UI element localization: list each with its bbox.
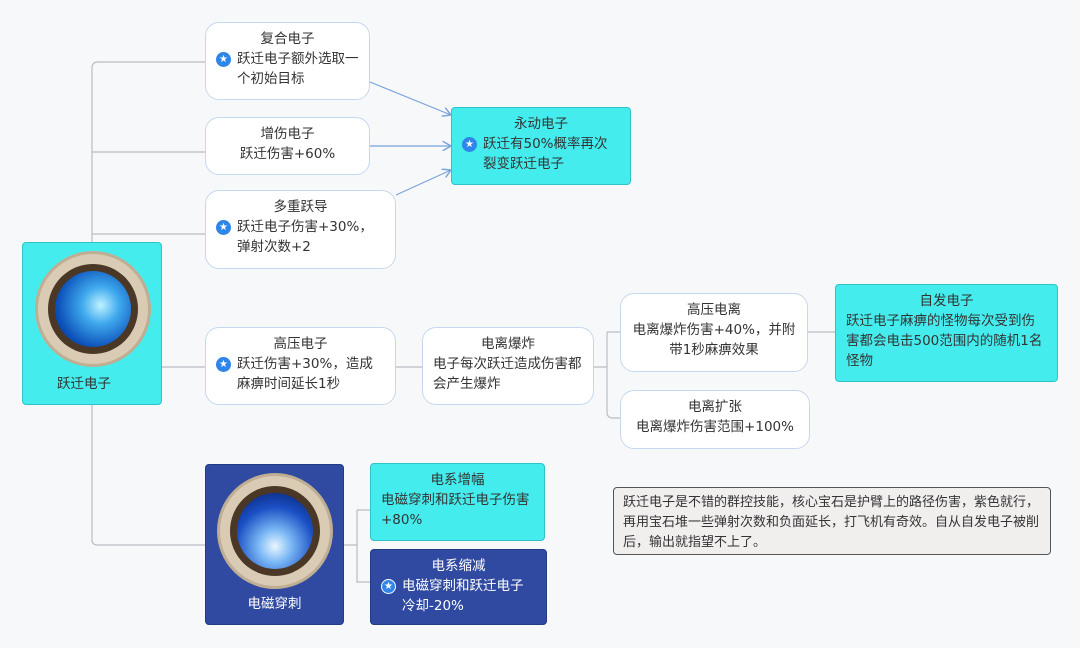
node-title: 自发电子 — [919, 293, 974, 309]
node-zengfu[interactable]: 电系增幅 电磁穿刺和跃迁电子伤害+80% — [370, 463, 545, 541]
star-icon: ★ — [216, 357, 231, 372]
node-suojian[interactable]: 电系缩减 ★ 电磁穿刺和跃迁电子冷却-20% — [370, 549, 547, 625]
arrow-line — [369, 81, 451, 115]
trunk-line — [91, 61, 835, 583]
star-icon: ★ — [381, 579, 396, 594]
star-icon: ★ — [462, 137, 477, 152]
node-title: 高压电离 — [687, 302, 741, 318]
node-desc: 跃迁伤害+30%，造成麻痹时间延长1秒 — [237, 356, 373, 392]
node-dianli[interactable]: 电离爆炸 电子每次跃迁造成伤害都会产生爆炸 — [422, 327, 594, 405]
node-dianci[interactable]: 电磁穿刺 — [205, 464, 344, 625]
lightning-orb-icon — [35, 251, 151, 367]
node-desc: 跃迁电子麻痹的怪物每次受到伤害都会电击500范围内的随机1名怪物 — [846, 313, 1043, 369]
node-title: 电系增幅 — [430, 472, 485, 488]
node-desc: 电磁穿刺和跃迁电子冷却-20% — [402, 578, 524, 614]
node-desc: 电磁穿刺和跃迁电子伤害+80% — [381, 492, 530, 528]
node-fuhe[interactable]: 复合电子 ★ 跃迁电子额外选取一个初始目标 — [205, 22, 370, 100]
node-desc: 跃迁伤害+60% — [239, 146, 336, 162]
node-title: 多重跃导 — [273, 199, 328, 215]
node-title: 高压电子 — [273, 336, 328, 352]
node-title: 复合电子 — [260, 31, 315, 47]
node-desc: 跃迁有50%概率再次裂变跃迁电子 — [483, 136, 608, 172]
star-icon: ★ — [216, 220, 231, 235]
node-desc: 跃迁电子额外选取一个初始目标 — [237, 51, 359, 87]
node-desc: 电离爆炸伤害+40%，并附带1秒麻痹效果 — [632, 322, 796, 358]
node-zifa[interactable]: 自发电子 跃迁电子麻痹的怪物每次受到伤害都会电击500范围内的随机1名怪物 — [835, 284, 1058, 382]
node-dianlikuozhang[interactable]: 电离扩张 电离爆炸伤害范围+100% — [620, 390, 810, 449]
node-desc: 跃迁电子伤害+30%，弹射次数+2 — [237, 219, 373, 255]
node-yongdong[interactable]: 永动电子 ★ 跃迁有50%概率再次裂变跃迁电子 — [451, 107, 631, 185]
node-label: 电磁穿刺 — [247, 596, 302, 612]
node-title: 电系缩减 — [431, 558, 486, 574]
node-title: 增伤电子 — [260, 126, 315, 142]
node-desc: 电离爆炸伤害范围+100% — [636, 419, 794, 435]
node-title: 永动电子 — [514, 116, 568, 132]
node-title: 电离爆炸 — [481, 336, 535, 352]
star-icon: ★ — [216, 52, 231, 67]
node-desc: 电子每次跃迁造成伤害都会产生爆炸 — [433, 356, 582, 392]
node-title: 电离扩张 — [688, 399, 742, 415]
node-duochong[interactable]: 多重跃导 ★ 跃迁电子伤害+30%，弹射次数+2 — [205, 190, 396, 269]
root-label: 跃迁电子 — [57, 376, 111, 392]
root-node-yueqian-dianzi[interactable]: 跃迁电子 — [22, 242, 162, 405]
lightning-pierce-icon — [217, 473, 333, 589]
node-zengshang[interactable]: 增伤电子 跃迁伤害+60% — [205, 117, 370, 175]
node-gaoya[interactable]: 高压电子 ★ 跃迁伤害+30%，造成麻痹时间延长1秒 — [205, 327, 396, 405]
arrow-line — [395, 170, 451, 196]
comment-note: 跃迁电子是不错的群控技能，核心宝石是护臂上的路径伤害，紫色就行，再用宝石堆一些弹… — [613, 487, 1051, 555]
node-gaoyadianli[interactable]: 高压电离 电离爆炸伤害+40%，并附带1秒麻痹效果 — [620, 293, 808, 372]
